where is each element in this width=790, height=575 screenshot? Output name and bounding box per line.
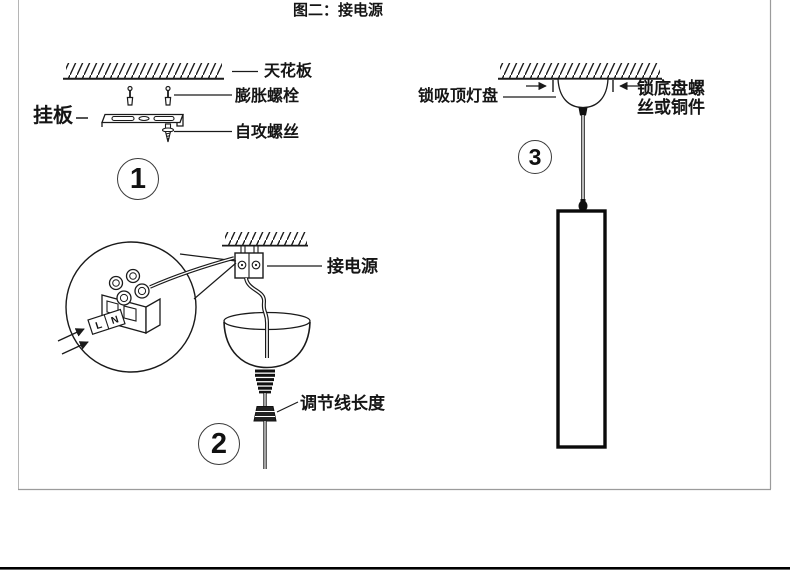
supply-wires	[240, 246, 259, 253]
push-arrows-left	[526, 80, 554, 92]
ceiling-hatch-middle	[222, 232, 308, 247]
ceiling-dome	[557, 78, 609, 116]
step2-art: L N	[57, 232, 322, 469]
pendant-lamp-body	[556, 209, 607, 449]
lock-base-screws-label: 锁底盘螺 丝或铜件	[637, 79, 705, 117]
ln-marking: L N	[57, 308, 126, 355]
terminal-l-label: L	[94, 320, 103, 332]
push-arrows-right	[612, 80, 640, 92]
lock-base-screws-line2: 丝或铜件	[637, 98, 705, 118]
bottom-divider-bar	[0, 567, 790, 570]
lock-ceiling-plate-label: 锁吸顶灯盘	[418, 88, 499, 105]
ceiling-hatch-right	[498, 63, 662, 80]
lamp-top-connector	[578, 199, 588, 212]
ceiling-hatch	[63, 63, 224, 80]
cord-adjuster	[253, 406, 277, 422]
connect-power-label: 接电源	[327, 257, 378, 276]
step1-art	[63, 63, 258, 143]
ceiling-label: 天花板	[264, 63, 313, 80]
expansion-bolt-label: 膨胀螺栓	[235, 88, 300, 105]
power-terminal	[234, 252, 264, 279]
expansion-bolts	[126, 85, 172, 106]
figure-title: 图二：接电源	[293, 2, 384, 19]
terminal-screws	[108, 268, 150, 306]
step-2-badge: 2	[198, 423, 240, 465]
magnifier-wire	[149, 256, 235, 289]
step-1-badge: 1	[117, 158, 159, 200]
self-tapping-screw-label: 自攻螺丝	[235, 124, 300, 141]
self-tapping-screw	[161, 123, 175, 143]
step-3-badge: 3	[518, 140, 552, 174]
hanging-plate-label: 挂板	[33, 105, 73, 127]
cord-grip	[255, 369, 275, 394]
terminal-n-label: N	[110, 314, 120, 327]
lock-base-screws-line1: 锁底盘螺	[637, 79, 705, 98]
adjust-wire-length-label: 调节线长度	[300, 394, 385, 413]
adjuster-leader-line	[276, 401, 299, 413]
step3-art	[498, 63, 662, 449]
canopy-cable	[244, 277, 269, 358]
hanging-plate	[101, 113, 184, 127]
